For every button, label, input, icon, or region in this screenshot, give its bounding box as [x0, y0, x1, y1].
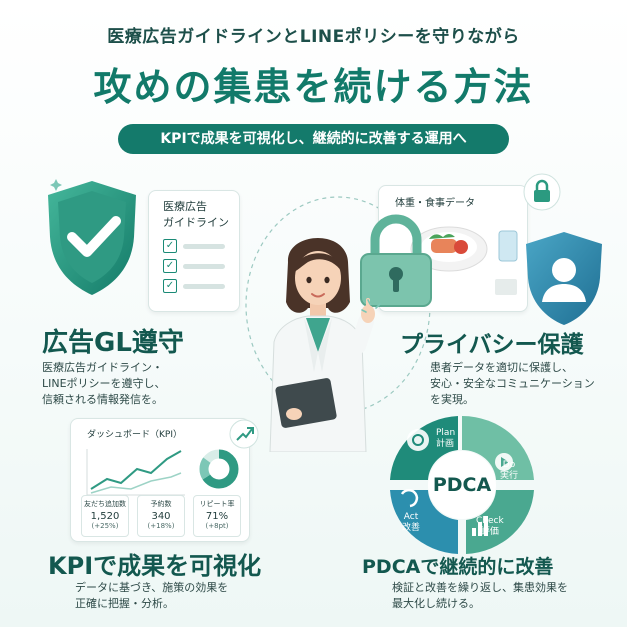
sparkle-lines-icon	[361, 299, 381, 313]
pdca-act: Act 改善	[402, 512, 420, 534]
pdca-center-label: PDCA	[432, 474, 492, 496]
kpi-card-reservations: 予約数 340 (+18%)	[137, 495, 185, 537]
privacy-desc-line: 安心・安全なコミュニケーション	[430, 377, 595, 390]
kpi-label: 予約数	[150, 500, 172, 508]
page-title: 攻めの集患を続ける方法	[93, 65, 534, 109]
pdca-do-en: Do	[502, 460, 516, 470]
dashboard-title: ダッシュボード（KPI）	[87, 430, 182, 440]
privacy-desc-line: を実現。	[430, 393, 474, 406]
kpi-row: 友だち追加数 1,520 (+25%) 予約数 340 (+18%) リピート率…	[81, 495, 241, 537]
checkbox-icon: ✓	[163, 259, 177, 273]
food-data-card: 体重・食事データ	[378, 185, 528, 312]
pdca-check-en: Check	[476, 516, 504, 526]
kpi-desc-line: データに基づき、施策の効果を	[75, 581, 229, 594]
kpi-value: 1,520	[90, 511, 120, 522]
kpi-delta: (+18%)	[147, 522, 175, 530]
checkbox-icon: ✓	[163, 239, 177, 253]
pdca-plan-ja: 計画	[436, 439, 455, 449]
compliance-title: 広告GL遵守	[42, 328, 184, 358]
guideline-document: 医療広告 ガイドライン ✓ ✓ ✓	[148, 190, 240, 312]
kpi-label: リピート率	[199, 500, 235, 508]
kpi-desc: データに基づき、施策の効果を 正確に把握・分析。	[75, 580, 228, 612]
line-chart-icon	[86, 449, 185, 496]
privacy-desc-line: 患者データを適切に保護し、	[430, 361, 573, 374]
donut-chart-icon	[199, 449, 239, 489]
pdca-desc-line: 最大化し続ける。	[392, 597, 480, 610]
privacy-desc: 患者データを適切に保護し、 安心・安全なコミュニケーション を実現。	[430, 360, 595, 408]
padlock-icon	[360, 214, 432, 307]
compliance-desc: 医療広告ガイドライン・ LINEポリシーを遵守し、 信頼される情報発信を。	[42, 360, 166, 408]
kpi-card-friends: 友だち追加数 1,520 (+25%)	[81, 495, 129, 537]
pdca-do: Do 実行	[500, 460, 518, 482]
pdca-do-ja: 実行	[500, 471, 519, 481]
doctor-illustration	[269, 237, 375, 452]
privacy-title: プライバシー保護	[400, 332, 584, 358]
shield-check-icon	[48, 179, 136, 295]
pdca-title: PDCAで継続的に改善	[362, 556, 554, 578]
pdca-desc-line: 検証と改善を繰り返し、集患効果を	[392, 581, 568, 594]
kpi-label: 友だち追加数	[84, 500, 126, 508]
checkbox-icon: ✓	[163, 279, 177, 293]
pdca-cycle-diagram	[390, 415, 534, 554]
pdca-plan: Plan 計画	[436, 428, 455, 450]
food-data-title: 体重・食事データ	[395, 198, 475, 209]
kpi-delta: (+8pt)	[205, 522, 229, 530]
pdca-check-ja: 評価	[480, 527, 499, 537]
guideline-doc-title-1: 医療広告	[163, 200, 207, 213]
checklist-row: ✓	[163, 279, 229, 293]
checklist-row: ✓	[163, 259, 229, 273]
user-shield-icon	[526, 232, 602, 325]
kpi-desc-line: 正確に把握・分析。	[75, 597, 174, 610]
kpi-delta: (+25%)	[91, 522, 119, 530]
header-subtitle: 医療広告ガイドラインとLINEポリシーを守りながら	[107, 27, 520, 47]
growth-arrow-icon	[229, 419, 259, 449]
pdca-plan-en: Plan	[436, 428, 456, 438]
compliance-desc-line: LINEポリシーを遵守し、	[42, 377, 166, 390]
kpi-card-repeat: リピート率 71% (+8pt)	[193, 495, 241, 537]
pdca-check: Check 評価	[476, 516, 504, 538]
kpi-value: 340	[151, 511, 171, 522]
compliance-desc-line: 信頼される情報発信を。	[42, 393, 163, 406]
guideline-doc-title-2: ガイドライン	[163, 216, 229, 229]
pdca-desc: 検証と改善を繰り返し、集患効果を 最大化し続ける。	[392, 580, 568, 612]
header-pill: KPIで成果を可視化し、継続的に改善する運用へ	[118, 124, 509, 154]
kpi-dashboard: ダッシュボード（KPI） 友だち追加数 1,520 (+25%) 予約数 340…	[70, 418, 250, 542]
kpi-title: KPIで成果を可視化	[48, 552, 262, 580]
checklist-row: ✓	[163, 239, 229, 253]
pdca-act-en: Act	[403, 512, 419, 522]
lock-badge-icon	[523, 173, 561, 211]
pdca-act-ja: 改善	[402, 523, 421, 533]
compliance-desc-line: 医療広告ガイドライン・	[42, 361, 163, 374]
kpi-value: 71%	[205, 511, 229, 522]
